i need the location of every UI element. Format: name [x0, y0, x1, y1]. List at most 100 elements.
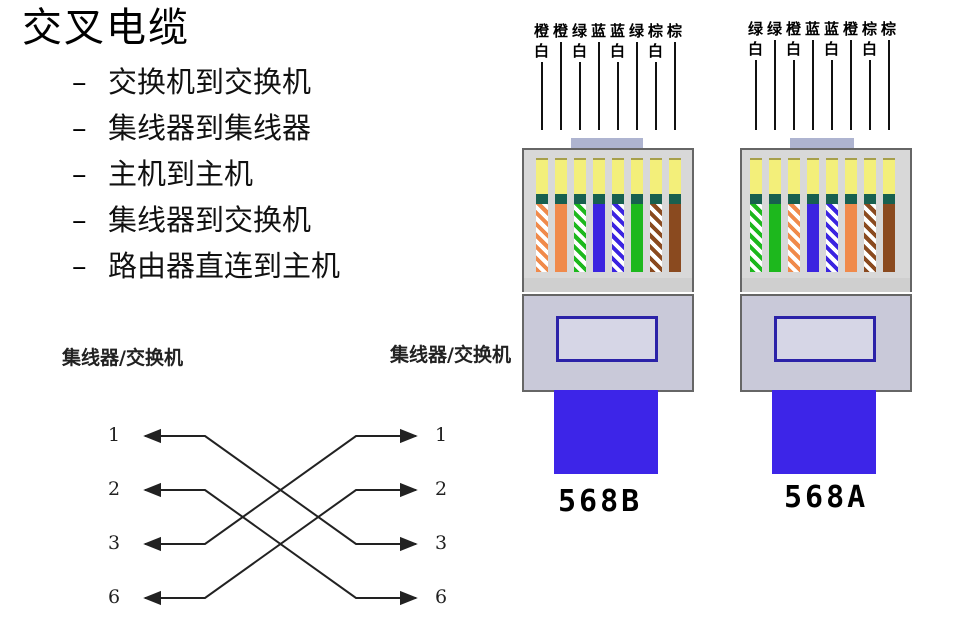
wire-leader-line: [755, 60, 757, 130]
wire-stripe-label: 白: [785, 40, 801, 58]
pin-contact: [650, 158, 662, 196]
wire-conductor: [669, 204, 681, 272]
wire-conductor: [845, 204, 857, 272]
pin-contact: [769, 158, 781, 196]
wire-color-label: 棕: [861, 20, 877, 38]
left-device-label: 集线器/交换机: [62, 347, 183, 369]
bullet-text: 集线器到交换机: [108, 203, 312, 237]
wire-conductor: [807, 204, 819, 272]
plug-head: [522, 148, 694, 280]
standard-label: 568B: [558, 484, 643, 519]
left-pin-label: 1: [107, 424, 121, 446]
plug-cable: [772, 390, 876, 474]
bullet-marker: –: [72, 203, 87, 237]
wire-conductor: [750, 204, 762, 272]
pin-band: [669, 194, 681, 204]
bullet-text: 交换机到交换机: [108, 65, 312, 99]
crossover-wires: [143, 428, 418, 606]
right-pin-label: 3: [434, 532, 448, 554]
plug-collar: [522, 278, 694, 292]
wire-stripe-label: 白: [747, 40, 763, 58]
pin-band: [826, 194, 838, 204]
wire-conductor: [574, 204, 586, 272]
plug-collar: [740, 278, 912, 292]
pin-band: [750, 194, 762, 204]
bullet-marker: –: [72, 65, 87, 99]
wire-leader-line: [655, 62, 657, 130]
wire-leader-line: [831, 60, 833, 130]
pin-band: [631, 194, 643, 204]
wire-color-label: 蓝: [590, 22, 606, 40]
wire-leader-line: [598, 42, 600, 130]
wire-color-label: 棕: [647, 22, 663, 40]
right-pin-label: 1: [434, 424, 448, 446]
pin-contact: [536, 158, 548, 196]
pin-contact: [883, 158, 895, 196]
pin-contact: [864, 158, 876, 196]
wire-leader-line: [674, 42, 676, 130]
bullet-list: –交换机到交换机 –集线器到集线器 –主机到主机 –集线器到交换机 –路由器直连…: [72, 62, 340, 292]
pin-contact: [612, 158, 624, 196]
standard-label: 568A: [784, 480, 869, 515]
pin-contact: [593, 158, 605, 196]
pin-contact: [555, 158, 567, 196]
plug-body: [740, 294, 912, 392]
wire-color-label: 绿: [628, 22, 644, 40]
pin-band: [864, 194, 876, 204]
wire-leader-line: [617, 62, 619, 130]
pin-band: [845, 194, 857, 204]
bullet-text: 集线器到集线器: [108, 111, 312, 145]
pin-contact: [750, 158, 762, 196]
wire-conductor: [883, 204, 895, 272]
plug-latch-tab: [790, 138, 854, 148]
wire-color-label: 绿: [571, 22, 587, 40]
wire-conductor: [612, 204, 624, 272]
wire-leader-line: [888, 40, 890, 130]
wire-color-label: 蓝: [804, 20, 820, 38]
wire-leader-line: [541, 62, 543, 130]
wire-leader-line: [869, 60, 871, 130]
plug-cable: [554, 390, 658, 474]
bullet-marker: –: [72, 111, 87, 145]
wire-stripe-label: 白: [571, 42, 587, 60]
left-pin-label: 3: [107, 532, 121, 554]
wire-conductor: [788, 204, 800, 272]
wire-leader-line: [812, 40, 814, 130]
wire-leader-line: [560, 42, 562, 130]
pin-contact: [807, 158, 819, 196]
wire-color-label: 棕: [666, 22, 682, 40]
wire-stripe-label: 白: [533, 42, 549, 60]
wire-conductor: [826, 204, 838, 272]
pin-contact: [826, 158, 838, 196]
plug-window: [556, 316, 658, 362]
right-device-label: 集线器/交换机: [390, 344, 511, 366]
pin-contact: [631, 158, 643, 196]
wire-leader-line: [636, 42, 638, 130]
left-pin-label: 6: [107, 586, 121, 608]
bullet-item: –交换机到交换机: [72, 62, 340, 108]
wire-conductor: [536, 204, 548, 272]
wire-conductor: [650, 204, 662, 272]
wire-stripe-label: 白: [861, 40, 877, 58]
pin-contact: [669, 158, 681, 196]
wire-conductor: [593, 204, 605, 272]
wire-conductor: [631, 204, 643, 272]
left-pin-label: 2: [107, 478, 121, 500]
wire-conductor: [864, 204, 876, 272]
right-pin-label: 2: [434, 478, 448, 500]
bullet-item: –集线器到交换机: [72, 200, 340, 246]
bullet-marker: –: [72, 249, 87, 283]
bullet-item: –路由器直连到主机: [72, 246, 340, 292]
pin-band: [536, 194, 548, 204]
pin-contact: [788, 158, 800, 196]
pin-band: [807, 194, 819, 204]
plug-window: [774, 316, 876, 362]
wire-color-label: 绿: [766, 20, 782, 38]
wire-conductor: [769, 204, 781, 272]
wire-leader-line: [850, 40, 852, 130]
wire-color-label: 蓝: [823, 20, 839, 38]
pin-band: [650, 194, 662, 204]
bullet-item: –集线器到集线器: [72, 108, 340, 154]
wire-color-label: 橙: [842, 20, 858, 38]
bullet-marker: –: [72, 157, 87, 191]
